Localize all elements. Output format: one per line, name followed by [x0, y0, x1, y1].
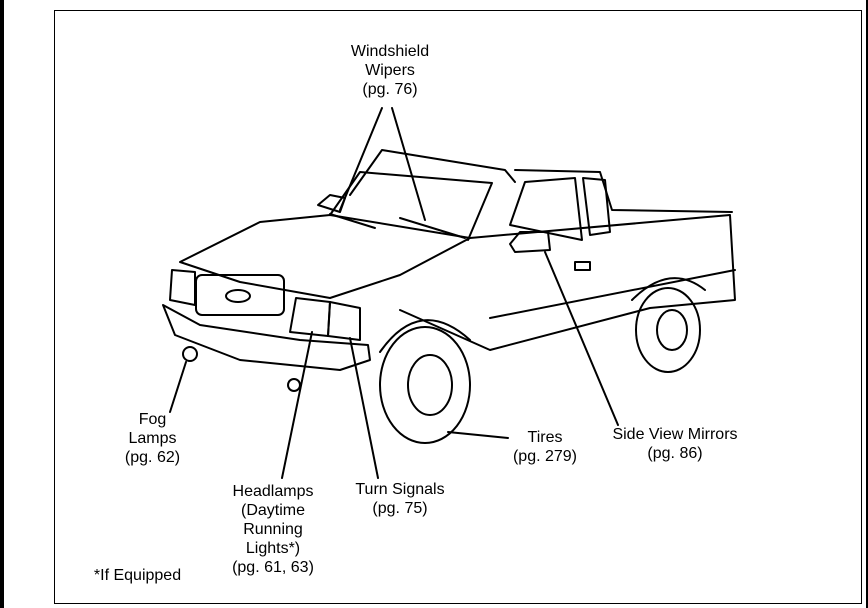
label-fog-lamps: Fog Lamps (pg. 62)	[124, 411, 181, 466]
wiper-left	[329, 213, 376, 229]
door-handle	[574, 261, 591, 271]
front-wheel-arch	[379, 319, 471, 353]
label-side-view-mirrors: Side View Mirrors (pg. 86)	[612, 426, 738, 462]
body-crease	[489, 269, 736, 319]
turn-signal-lamp	[327, 301, 361, 341]
side-mirror	[509, 231, 551, 253]
tires-leader	[447, 431, 509, 439]
right-page-edge	[866, 0, 868, 608]
wiper-right	[399, 217, 466, 239]
door-window	[509, 177, 583, 241]
rear-window	[582, 177, 611, 236]
rear-rim	[656, 309, 688, 351]
rear-wheel-arch	[631, 277, 706, 301]
mirror-leader	[544, 251, 619, 426]
right-headlamp	[289, 297, 331, 337]
diagram-frame	[54, 10, 862, 604]
footnote-if-equipped: *If Equipped	[93, 567, 182, 584]
label-tires: Tires (pg. 279)	[512, 429, 578, 465]
headlamp-leader	[281, 331, 313, 479]
fog-lamp-left	[182, 346, 198, 362]
fog-lamp-right	[287, 378, 301, 392]
front-rim	[407, 354, 453, 416]
label-headlamps: Headlamps (Daytime Running Lights*) (pg.…	[232, 483, 314, 576]
label-windshield-wipers: Windshield Wipers (pg. 76)	[350, 43, 430, 98]
label-turn-signals: Turn Signals (pg. 75)	[355, 481, 445, 517]
grille-emblem	[225, 289, 251, 303]
front-bumper	[162, 304, 371, 371]
front-tire	[379, 326, 471, 444]
left-page-edge	[0, 0, 4, 608]
cab-rear	[514, 169, 733, 213]
turn-signal-leader	[349, 337, 379, 479]
windshield	[329, 171, 493, 241]
truck-drawing	[162, 149, 736, 444]
hood	[179, 214, 471, 299]
wiper-leader-right	[391, 107, 426, 221]
callout-lines	[169, 107, 619, 479]
left-headlamp	[169, 269, 196, 306]
wiper-leader-left	[339, 107, 383, 211]
rear-tire	[635, 287, 701, 373]
fog-lamp-leader	[169, 361, 187, 413]
